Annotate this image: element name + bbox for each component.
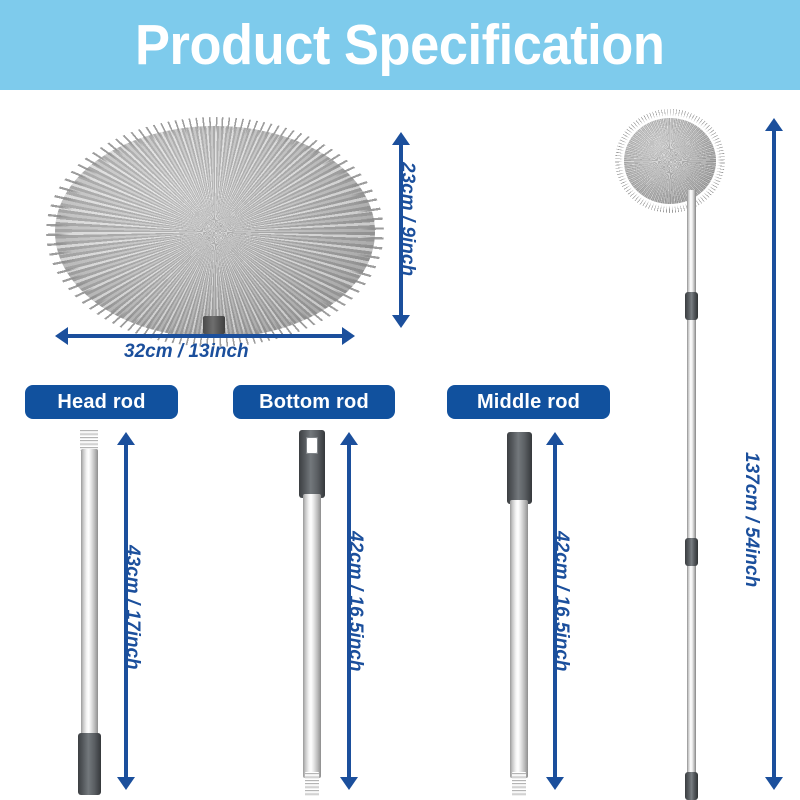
arrow-up-icon — [546, 432, 564, 445]
page-title: Product Specification — [135, 12, 665, 77]
bottom-rod-tube — [303, 494, 321, 778]
arrow-shaft — [553, 441, 557, 781]
head-rod-tube — [81, 449, 98, 738]
label-bottom-rod: Bottom rod — [233, 385, 395, 419]
arrow-down-icon — [117, 777, 135, 790]
head-height-arrow — [392, 132, 410, 328]
duster-head-fiber-fringe — [46, 117, 384, 347]
assembly-pole-joint-lower — [685, 538, 698, 566]
arrow-up-icon — [117, 432, 135, 445]
assembly-dimension-label: 137cm / 54inch — [741, 452, 762, 588]
bottom-rod-dimension-label: 42cm / 16.5inch — [345, 531, 366, 672]
head-rod-grip-ferrule — [78, 733, 101, 795]
arrow-up-icon — [765, 118, 783, 131]
duster-head-puff — [46, 117, 384, 347]
arrow-up-icon — [340, 432, 358, 445]
bottom-rod-length-arrow — [340, 432, 358, 790]
duster-head-connector-stub — [203, 316, 225, 334]
middle-rod-dimension-label: 42cm / 16.5inch — [551, 531, 572, 672]
label-middle-rod: Middle rod — [447, 385, 610, 419]
assembly-head-fiber-fringe — [615, 109, 725, 213]
assembly-pole-end-grip — [685, 772, 698, 800]
header-banner: Product Specification — [0, 0, 800, 90]
arrow-down-icon — [765, 777, 783, 790]
arrow-up-icon — [392, 132, 410, 145]
assembly-pole-tube — [687, 190, 696, 800]
bottom-rod-threaded-tip — [305, 772, 319, 797]
bottom-rod-hang-hole — [306, 437, 318, 454]
arrow-shaft — [64, 334, 346, 338]
head-width-arrow — [55, 327, 355, 345]
arrow-shaft — [124, 441, 128, 781]
arrow-down-icon — [340, 777, 358, 790]
arrow-shaft — [772, 127, 776, 781]
head-height-dimension-label: 23cm / 9inch — [397, 162, 418, 277]
arrow-shaft — [347, 441, 351, 781]
head-width-dimension-label: 32cm / 13inch — [124, 341, 249, 362]
assembly-pole-joint-upper — [685, 292, 698, 320]
head-rod-length-arrow — [117, 432, 135, 790]
middle-rod-threaded-tip — [512, 772, 526, 797]
head-rod-dimension-label: 43cm / 17inch — [122, 545, 143, 670]
arrow-right-icon — [342, 327, 355, 345]
arrow-shaft — [399, 141, 403, 319]
arrow-down-icon — [546, 777, 564, 790]
assembly-length-arrow — [765, 118, 783, 790]
assembly-head-puff — [615, 109, 725, 213]
middle-rod-length-arrow — [546, 432, 564, 790]
arrow-left-icon — [55, 327, 68, 345]
middle-rod-grip-sleeve — [507, 432, 532, 504]
middle-rod-tube — [510, 500, 528, 778]
head-rod-threaded-tip — [80, 429, 98, 451]
arrow-down-icon — [392, 315, 410, 328]
label-head-rod: Head rod — [25, 385, 178, 419]
